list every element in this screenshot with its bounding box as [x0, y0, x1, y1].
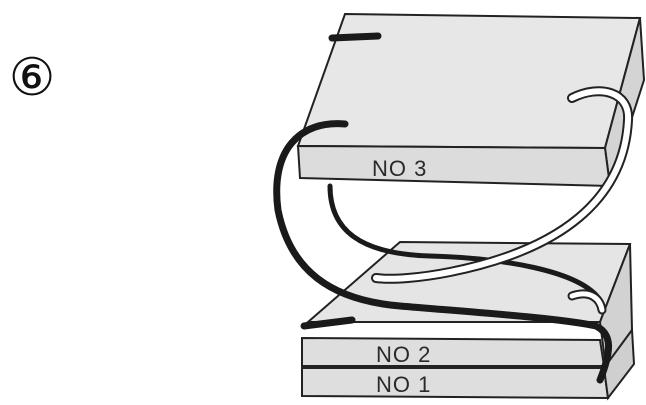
box-no2-label: NO 2 [376, 342, 431, 367]
box-no3-front [298, 146, 610, 186]
box-no2: NO 2 [302, 242, 632, 368]
box-no1-label: NO 1 [376, 372, 431, 397]
box-no3-label: NO 3 [372, 156, 427, 181]
dark-cord-tab-top [332, 36, 378, 38]
box-no1-front [302, 368, 608, 398]
box-no2-front [302, 338, 604, 366]
